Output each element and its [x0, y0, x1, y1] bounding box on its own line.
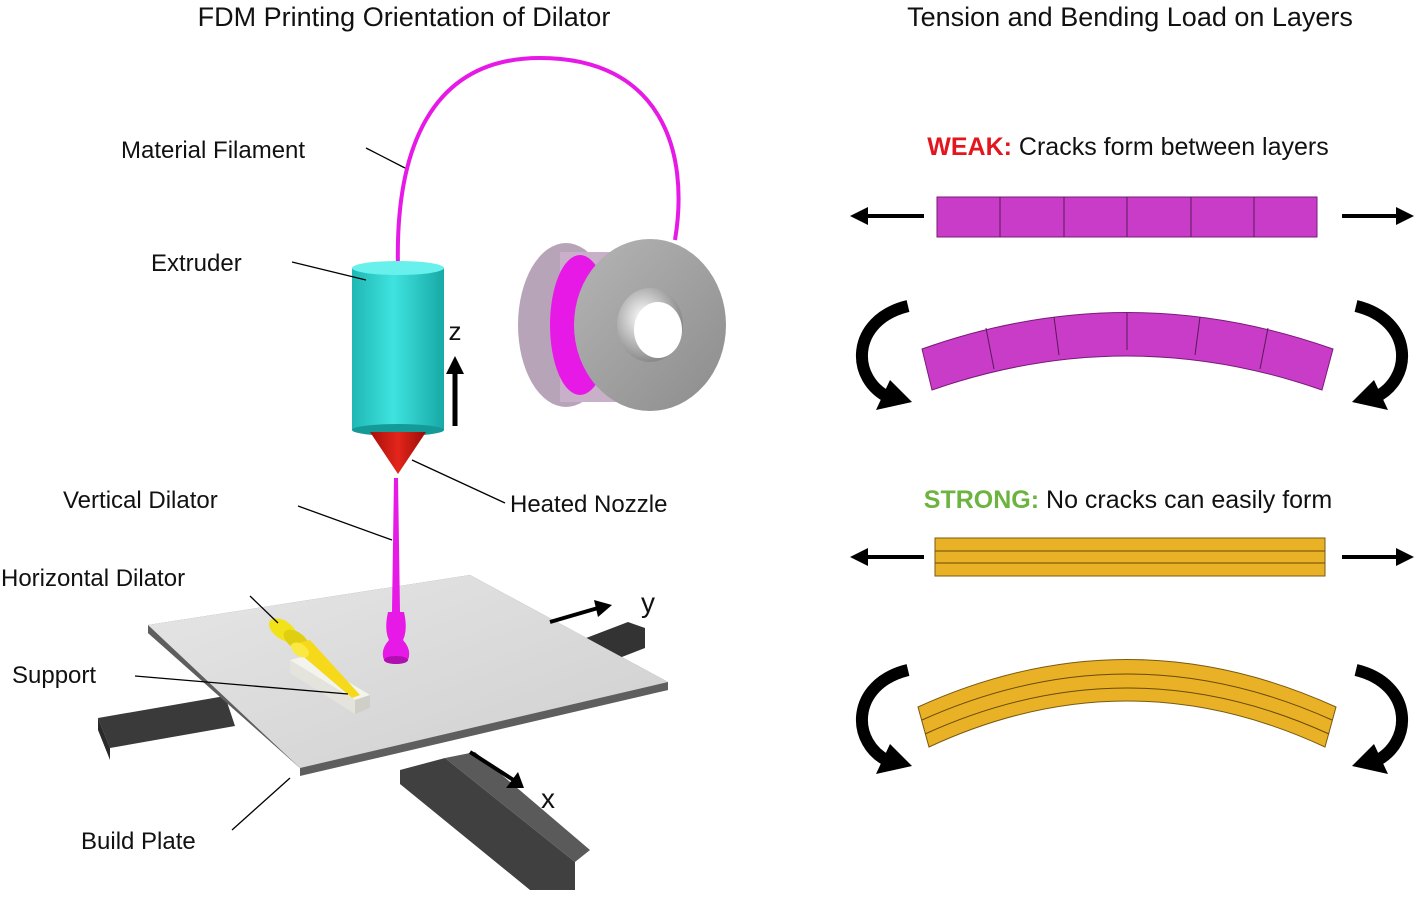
material-filament [395, 55, 681, 269]
label-build-plate: Build Plate [81, 828, 196, 855]
rail-y-front [98, 696, 235, 760]
filament-spool [518, 239, 726, 411]
weak-bending-bar [921, 312, 1334, 391]
strong-caption: STRONG: No cracks can easily form [924, 486, 1332, 514]
label-extruder: Extruder [151, 250, 242, 277]
strong-tension-arrow-right [1342, 548, 1414, 566]
weak-bend-arrow-left [855, 300, 912, 410]
weak-tension-bar [936, 196, 1318, 238]
weak-text: Cracks form between layers [1012, 133, 1329, 161]
weak-bend-arrow-right [1352, 300, 1409, 410]
weak-keyword: WEAK: [927, 133, 1012, 161]
right-title: Tension and Bending Load on Layers [907, 2, 1353, 32]
leader-horizontal-dilator [249, 595, 279, 624]
leader-nozzle [411, 459, 506, 504]
label-material-filament: Material Filament [121, 137, 305, 164]
x-axis-label: x [541, 783, 555, 814]
leader-support [134, 675, 349, 695]
z-axis-label: z [449, 316, 462, 346]
weak-caption: WEAK: Cracks form between layers [927, 133, 1329, 161]
heated-nozzle [370, 432, 426, 474]
label-horizontal-dilator: Horizontal Dilator [1, 565, 185, 592]
leader-extruder [291, 261, 367, 281]
strong-bending-bar [917, 659, 1337, 748]
strong-tension-bar [934, 537, 1326, 577]
strong-text: No cracks can easily form [1039, 486, 1332, 514]
left-title: FDM Printing Orientation of Dilator [198, 2, 611, 32]
build-plate [148, 575, 668, 776]
weak-tension-arrow-right [1342, 207, 1414, 225]
leader-build-plate [231, 777, 291, 831]
strong-keyword: STRONG: [924, 486, 1039, 514]
strong-bend-arrow-left [855, 664, 912, 774]
weak-tension-arrow-left [850, 207, 924, 225]
strong-tension-arrow-left [850, 548, 924, 566]
strong-bend-arrow-right [1352, 664, 1409, 774]
x-axis-arrow [468, 750, 524, 788]
leader-filament [365, 147, 406, 169]
y-axis-label: y [641, 587, 655, 618]
y-axis-arrow [549, 600, 612, 624]
rail-x-front [400, 752, 590, 890]
label-support: Support [12, 662, 96, 689]
label-vertical-dilator: Vertical Dilator [63, 487, 218, 514]
vertical-dilator [382, 478, 410, 664]
z-axis-arrow [446, 356, 464, 426]
horizontal-dilator [268, 618, 360, 698]
leader-vertical-dilator [297, 505, 393, 541]
label-heated-nozzle: Heated Nozzle [510, 491, 667, 518]
extruder [352, 261, 444, 436]
